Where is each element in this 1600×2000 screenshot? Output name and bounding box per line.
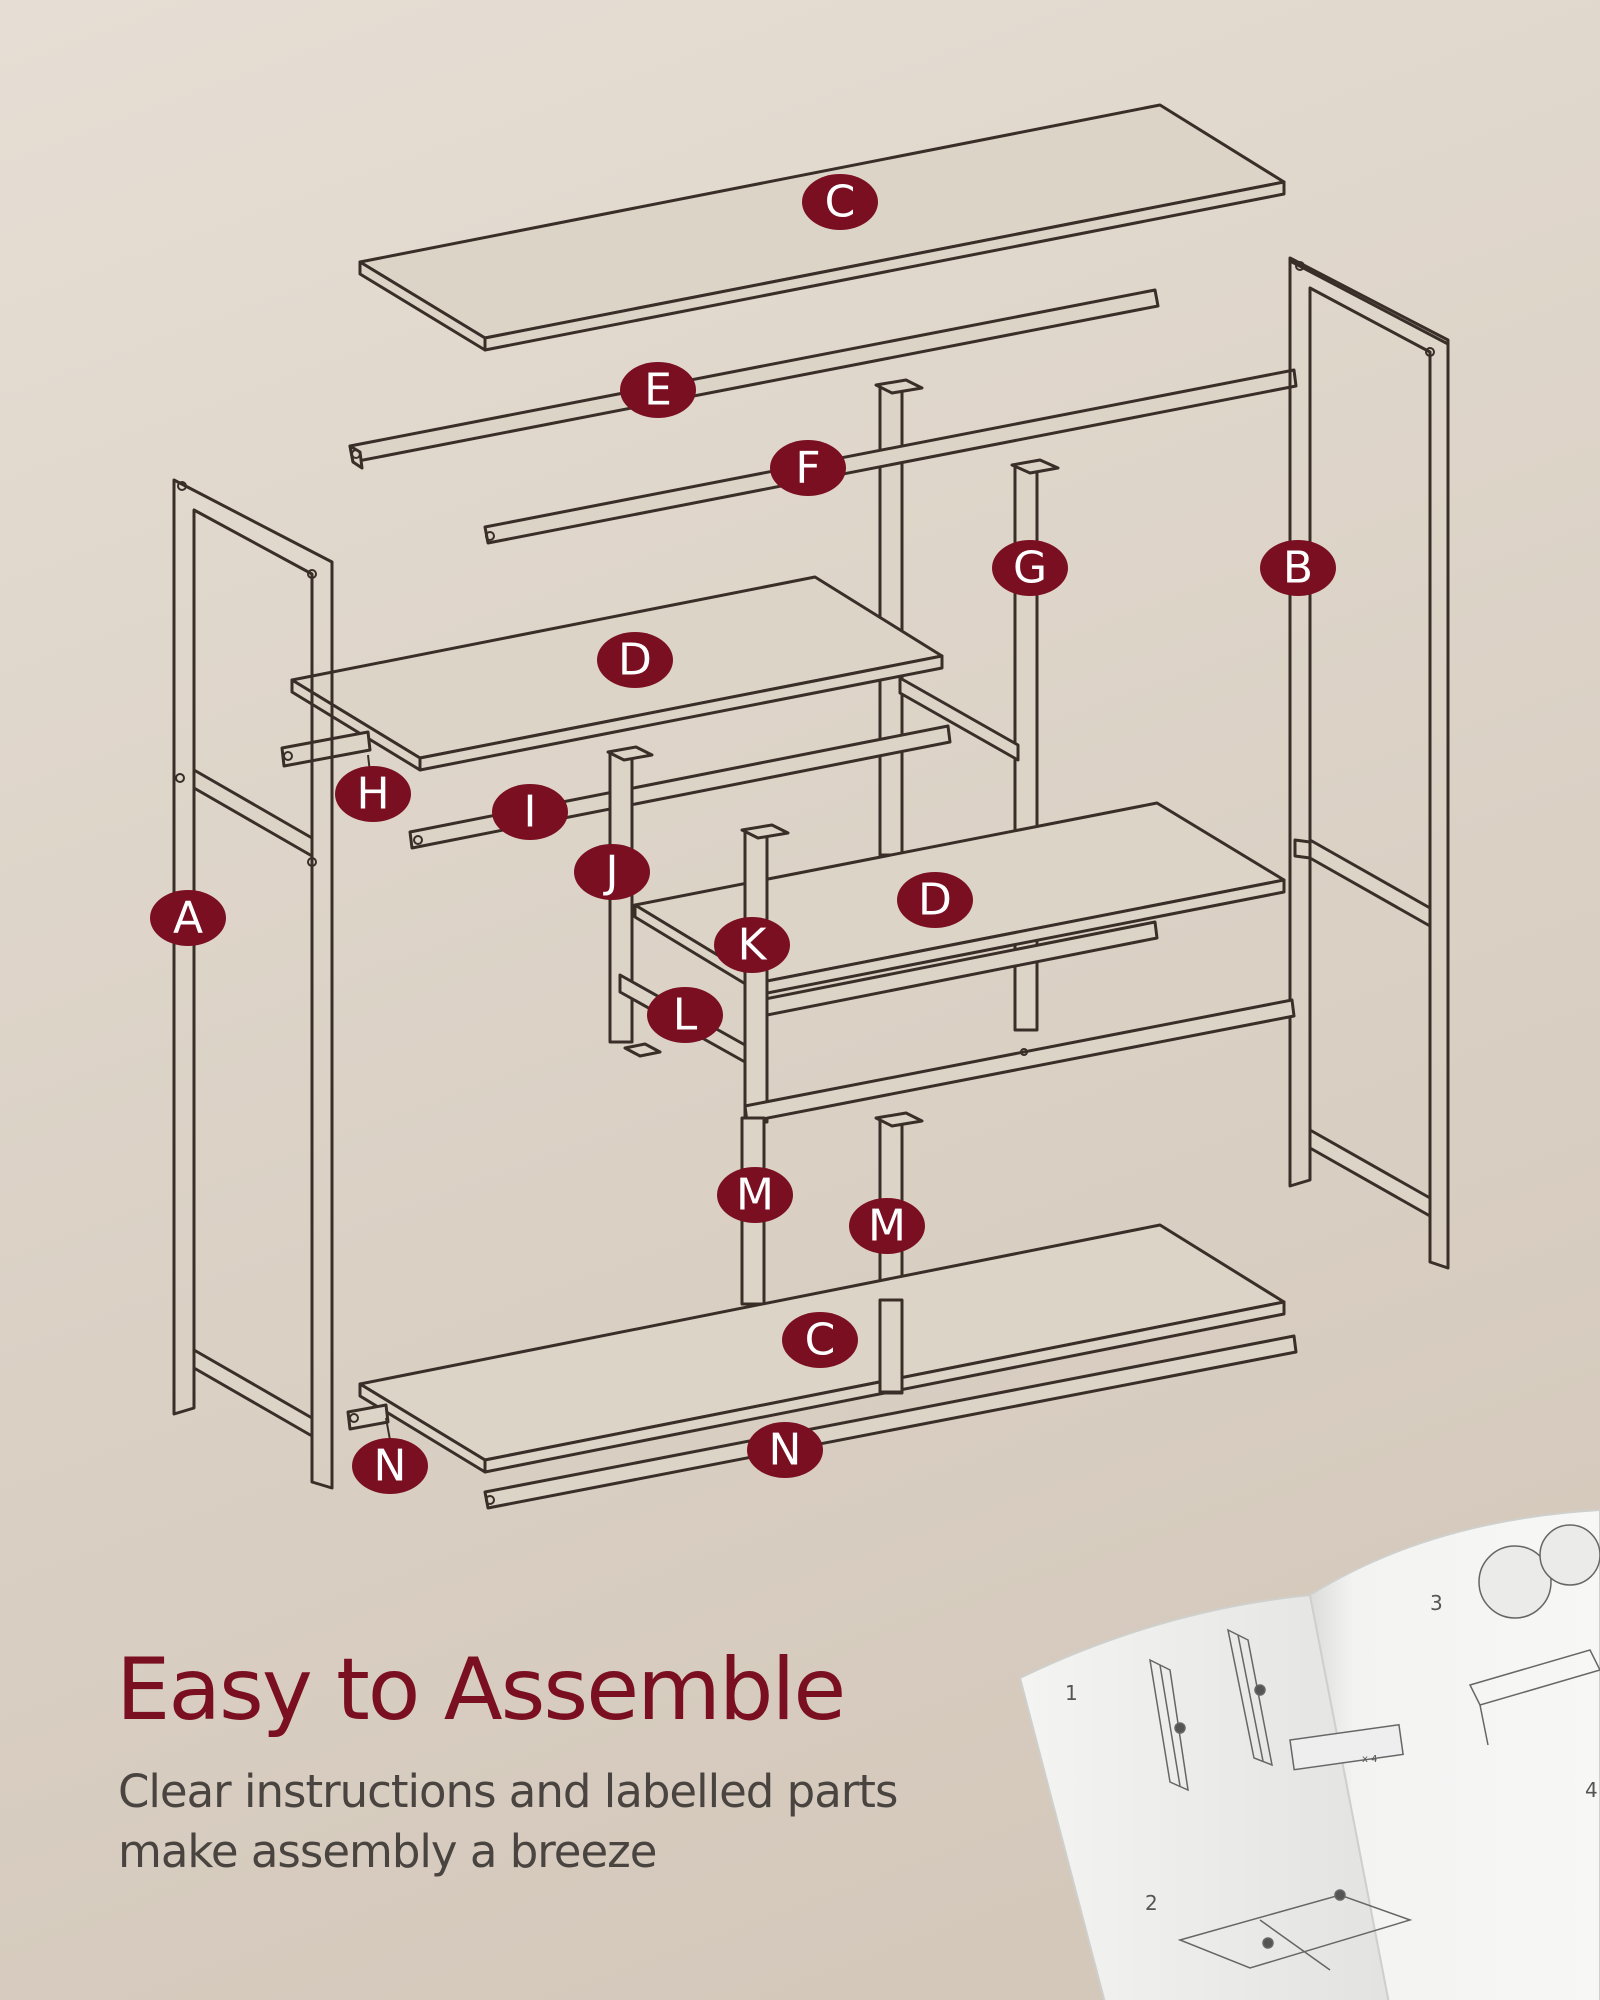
svg-text:A: A — [173, 893, 203, 944]
svg-text:I: I — [524, 787, 537, 838]
booklet-step-4: 4 — [1585, 1778, 1598, 1802]
booklet-step2-illustration — [1177, 1889, 1413, 1971]
label-j: J — [574, 844, 650, 900]
svg-text:M: M — [736, 1170, 774, 1221]
svg-text:K: K — [738, 920, 768, 971]
label-l: L — [647, 987, 723, 1043]
instruction-booklet: 1 2 3 4 x 4 — [1018, 1508, 1600, 2000]
label-c-bottom: C — [782, 1312, 858, 1368]
label-n-left: N — [352, 1438, 428, 1494]
svg-text:L: L — [673, 990, 698, 1041]
booklet-step1-illustration — [1149, 1628, 1404, 1792]
svg-text:G: G — [1013, 543, 1047, 594]
label-e: E — [620, 362, 696, 418]
booklet-qty: x 4 — [1362, 1754, 1377, 1765]
rail-e — [348, 288, 1160, 470]
svg-text:F: F — [795, 443, 820, 494]
svg-text:B: B — [1283, 543, 1313, 594]
label-n-right: N — [747, 1422, 823, 1478]
label-k: K — [714, 917, 790, 973]
label-i: I — [492, 784, 568, 840]
subheadline-line-2: make assembly a breeze — [118, 1825, 657, 1878]
headline: Easy to Assemble — [116, 1640, 846, 1740]
label-m-right: M — [849, 1198, 925, 1254]
booklet-step3-illustration — [1468, 1524, 1600, 1746]
svg-text:M: M — [868, 1201, 906, 1252]
label-f: F — [770, 440, 846, 496]
side-frame-b — [1288, 256, 1450, 1270]
label-a: A — [150, 890, 226, 946]
top-shelf-board — [358, 103, 1286, 352]
svg-text:C: C — [805, 1315, 836, 1366]
label-d-right: D — [897, 872, 973, 928]
svg-text:N: N — [769, 1425, 802, 1476]
rail-f — [483, 368, 1298, 545]
rail-n-front — [483, 1334, 1298, 1510]
label-b: B — [1260, 540, 1336, 596]
connecting-rail — [898, 676, 1020, 762]
svg-text:H: H — [356, 769, 389, 820]
label-d-left: D — [597, 632, 673, 688]
label-m-left: M — [717, 1167, 793, 1223]
svg-text:D: D — [618, 635, 652, 686]
svg-text:N: N — [374, 1441, 407, 1492]
booklet-step-3: 3 — [1430, 1591, 1443, 1615]
booklet-step-2: 2 — [1145, 1891, 1158, 1915]
label-h: H — [335, 766, 411, 822]
subheadline-line-1: Clear instructions and labelled parts — [118, 1765, 898, 1818]
svg-text:C: C — [825, 177, 856, 228]
subheadline: Clear instructions and labelled parts ma… — [118, 1762, 1018, 1882]
booklet-step-1: 1 — [1065, 1681, 1078, 1705]
label-c-top: C — [802, 174, 878, 230]
svg-text:J: J — [603, 847, 619, 898]
svg-text:D: D — [918, 875, 952, 926]
rail-n-short — [346, 1403, 391, 1441]
side-frame-a — [172, 478, 334, 1490]
svg-text:E: E — [644, 365, 672, 416]
label-g: G — [992, 540, 1068, 596]
